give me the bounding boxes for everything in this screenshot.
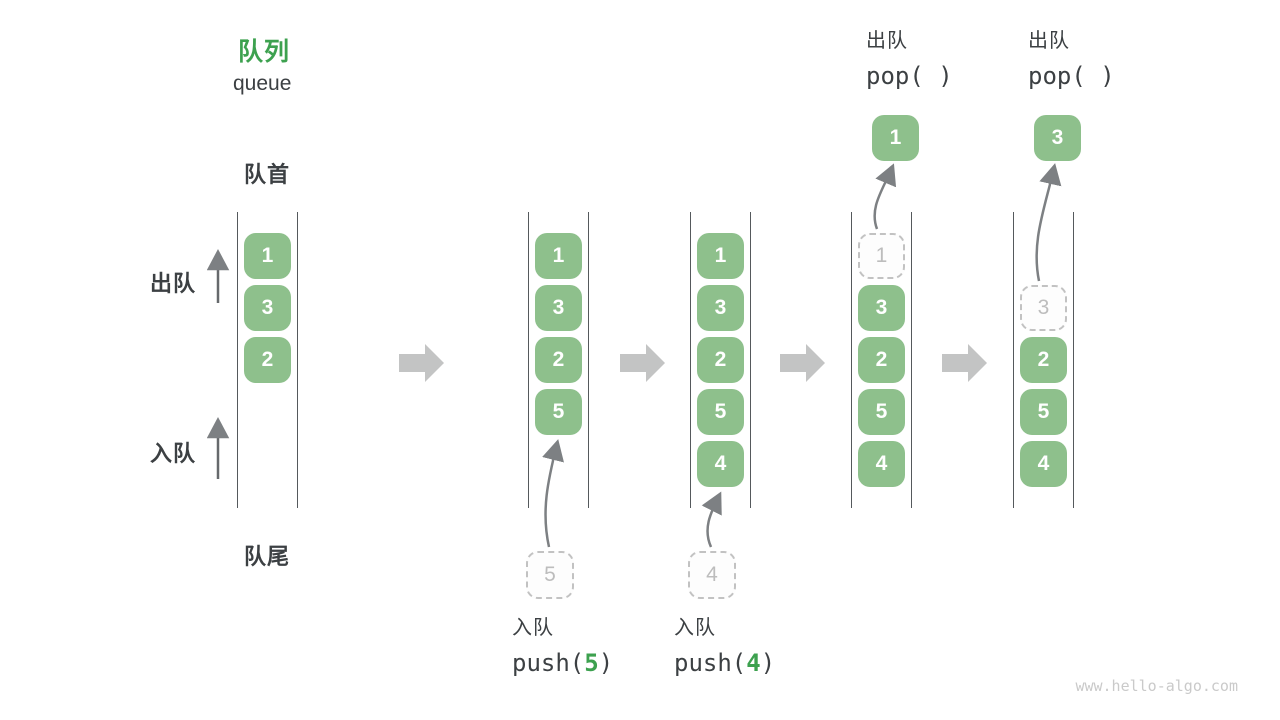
queue-item-box: 1 xyxy=(244,233,291,279)
enqueue-op-text: 入队 xyxy=(674,617,716,639)
diagram-title-zh: 队列 xyxy=(238,38,291,66)
dequeue-op-text: 出队 xyxy=(1028,30,1070,52)
queue-item-box-ghost: 1 xyxy=(858,233,905,279)
queue-item-box: 2 xyxy=(535,337,582,383)
queue-item-box: 5 xyxy=(697,389,744,435)
diagram-title-en: queue xyxy=(233,72,292,95)
queue-item-box: 2 xyxy=(244,337,291,383)
queue-container-after-push-4 xyxy=(690,212,751,508)
transition-arrow-icon xyxy=(620,344,665,382)
op-code-argument: 5 xyxy=(584,649,599,677)
queue-item-box: 2 xyxy=(697,337,744,383)
popped-item-box: 1 xyxy=(872,115,919,161)
staged-item-box: 4 xyxy=(688,551,736,599)
transition-arrow-icon xyxy=(780,344,825,382)
queue-rear-label: 队尾 xyxy=(244,544,291,569)
enqueue-op-code: push(5) xyxy=(512,649,614,677)
queue-item-box: 4 xyxy=(1020,441,1067,487)
queue-front-label: 队首 xyxy=(244,162,291,187)
queue-item-box: 3 xyxy=(858,285,905,331)
dequeue-op-text: 出队 xyxy=(866,30,908,52)
queue-item-box-ghost: 3 xyxy=(1020,285,1067,331)
queue-item-box: 3 xyxy=(697,285,744,331)
queue-container-after-push-5 xyxy=(528,212,589,508)
queue-item-box: 2 xyxy=(858,337,905,383)
queue-item-box: 5 xyxy=(535,389,582,435)
dequeue-side-label: 出队 xyxy=(150,271,197,296)
queue-item-box: 1 xyxy=(697,233,744,279)
queue-item-box: 1 xyxy=(535,233,582,279)
queue-item-box: 3 xyxy=(244,285,291,331)
enqueue-op-label: 入队 push(5) xyxy=(512,618,613,675)
queue-item-box: 2 xyxy=(1020,337,1067,383)
dequeue-op-label: 出队 pop( ) xyxy=(866,31,953,88)
transition-arrow-icon xyxy=(399,344,444,382)
watermark: www.hello-algo.com xyxy=(1075,677,1238,695)
op-code-argument: 4 xyxy=(746,649,761,677)
queue-item-box: 5 xyxy=(858,389,905,435)
queue-item-box: 5 xyxy=(1020,389,1067,435)
queue-container-initial xyxy=(237,212,298,508)
dequeue-op-label: 出队 pop( ) xyxy=(1028,31,1115,88)
enqueue-side-label: 入队 xyxy=(150,441,197,466)
popped-item-box: 3 xyxy=(1034,115,1081,161)
enqueue-op-code: push(4) xyxy=(674,649,776,677)
queue-item-box: 4 xyxy=(697,441,744,487)
queue-container-after-pop-3 xyxy=(1013,212,1074,508)
dequeue-op-code: pop( ) xyxy=(1028,62,1115,90)
enqueue-op-label: 入队 push(4) xyxy=(674,618,775,675)
queue-item-box: 3 xyxy=(535,285,582,331)
dequeue-op-code: pop( ) xyxy=(866,62,953,90)
enqueue-op-text: 入队 xyxy=(512,617,554,639)
queue-item-box: 4 xyxy=(858,441,905,487)
staged-item-box: 5 xyxy=(526,551,574,599)
queue-container-after-pop-1 xyxy=(851,212,912,508)
transition-arrow-icon xyxy=(942,344,987,382)
